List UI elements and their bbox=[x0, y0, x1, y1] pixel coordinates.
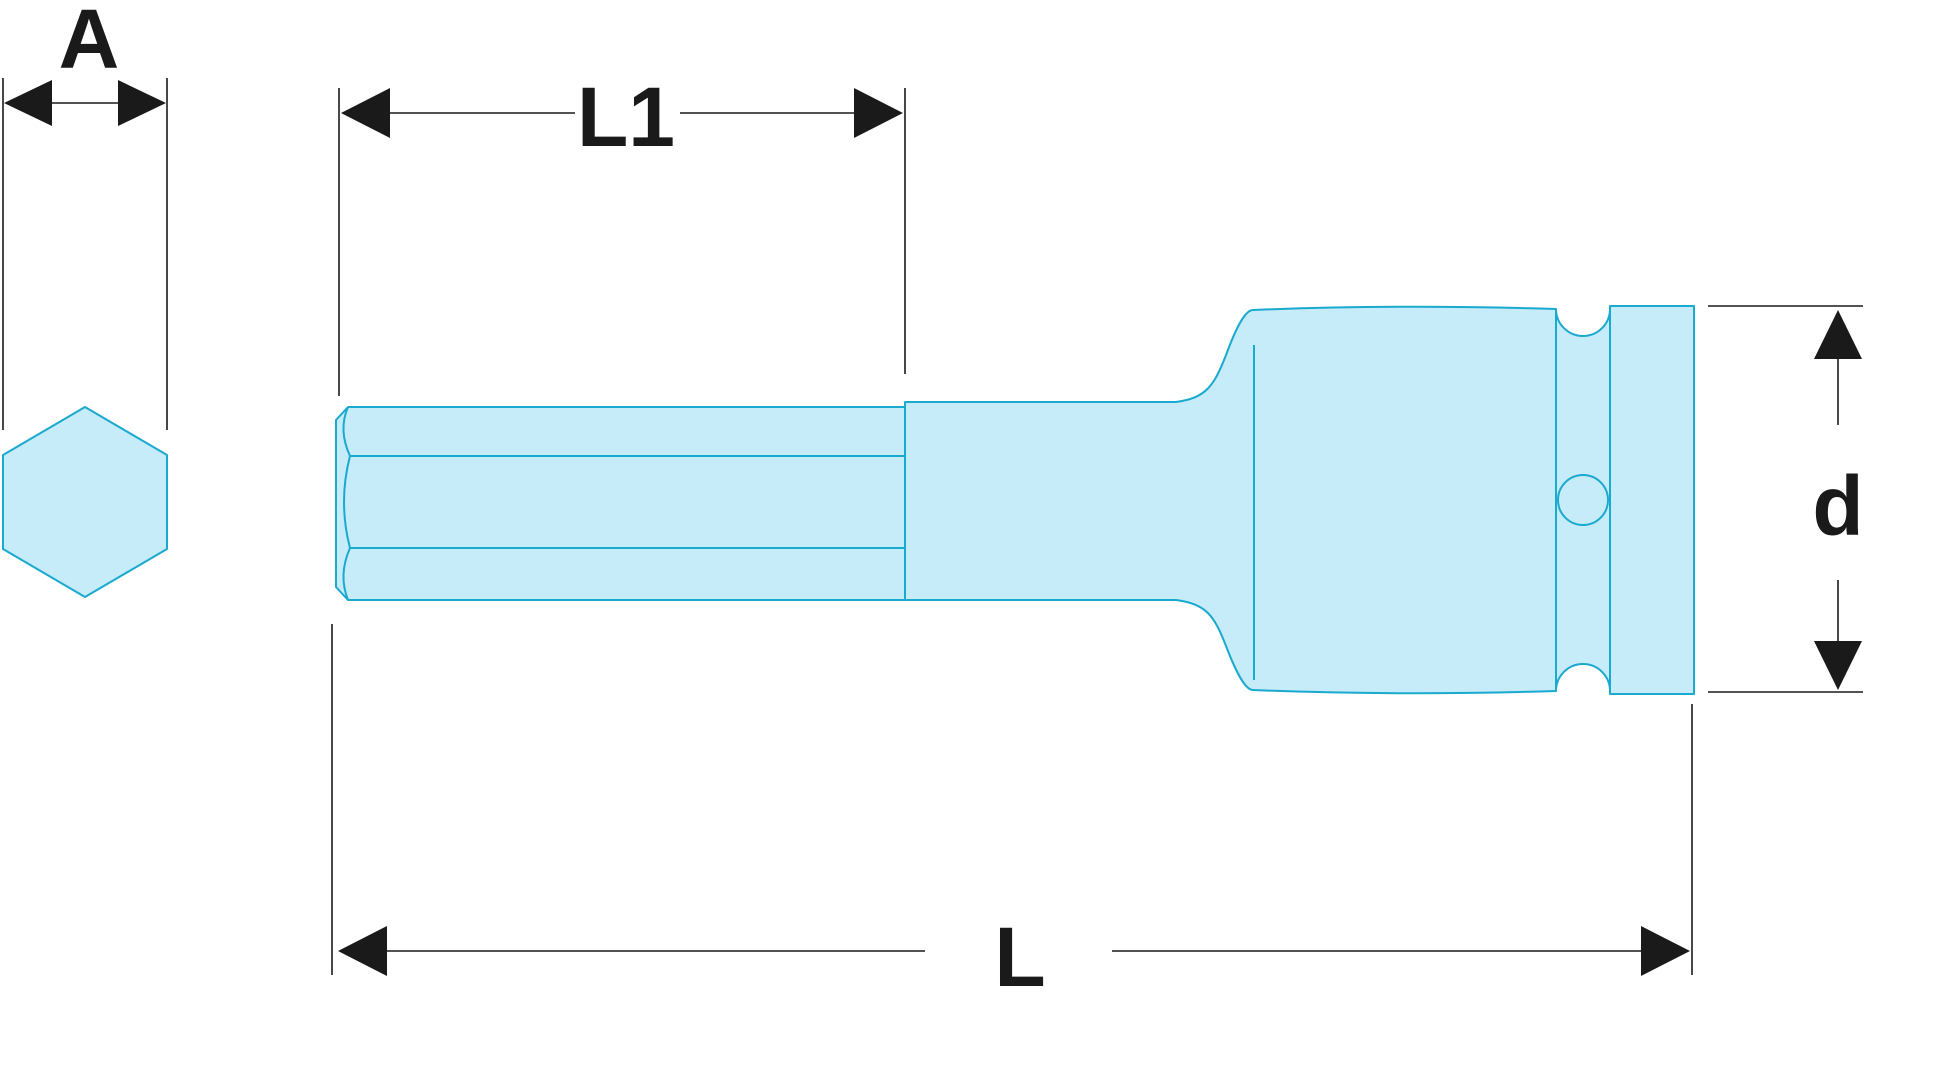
dimension-d-arrow-bottom bbox=[1814, 641, 1862, 690]
hex-bit-chamfer-arc-top bbox=[342, 406, 351, 457]
dimension-d-label: d bbox=[1812, 459, 1863, 553]
drive-square-end bbox=[1609, 305, 1695, 695]
dimension-d: d bbox=[1708, 305, 1864, 693]
dimension-l: L bbox=[331, 624, 1693, 1004]
dimension-l1-arrow-left bbox=[341, 88, 390, 138]
dimension-a-label: A bbox=[59, 0, 120, 86]
dimension-l-label: L bbox=[994, 910, 1045, 1004]
socket-body bbox=[904, 305, 1611, 695]
dimension-l-arrow-left bbox=[338, 926, 387, 976]
hex-bit-chamfer-arc-mid bbox=[343, 455, 351, 549]
socket-side-view bbox=[335, 305, 1695, 695]
dimension-a: A bbox=[2, 0, 168, 430]
hex-bit-chamfer-arc-bottom bbox=[342, 547, 351, 601]
hex-end-view bbox=[2, 406, 168, 598]
dimension-a-arrow-left bbox=[4, 80, 52, 126]
dimension-l1-label: L1 bbox=[577, 70, 675, 164]
hexagon-profile bbox=[2, 406, 168, 598]
hex-bit bbox=[335, 406, 906, 601]
retaining-pin-hole bbox=[1557, 474, 1609, 526]
dimension-l1-arrow-right bbox=[854, 88, 903, 138]
dimension-l1: L1 bbox=[338, 70, 906, 396]
dimension-a-arrow-right bbox=[118, 80, 166, 126]
dimension-l-arrow-right bbox=[1641, 926, 1690, 976]
dimension-d-arrow-top bbox=[1814, 310, 1862, 359]
